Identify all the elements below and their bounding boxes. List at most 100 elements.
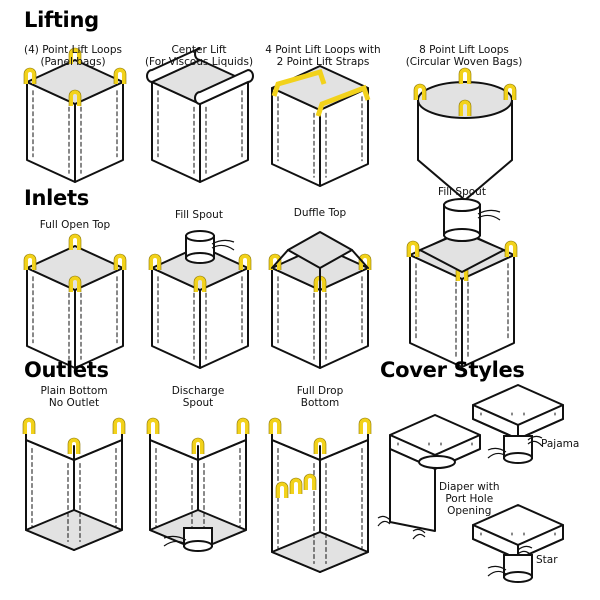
lift-loop-outline bbox=[406, 240, 420, 257]
lift-loop bbox=[304, 474, 316, 490]
rim bbox=[149, 439, 199, 461]
bag-fill-spout-large bbox=[406, 198, 518, 368]
label-diaper: Diaper with Port Hole Opening bbox=[439, 481, 500, 517]
cover-underside bbox=[472, 538, 564, 560]
rim bbox=[271, 439, 321, 461]
duffle-edge bbox=[271, 249, 289, 269]
lift-loop-outline bbox=[68, 89, 82, 106]
lift-loop-outline bbox=[68, 275, 82, 292]
label-lift-straps: 4 Point Lift Loops with 2 Point Lift Str… bbox=[265, 44, 381, 68]
lift-loop bbox=[114, 68, 126, 84]
spout-tie bbox=[527, 440, 543, 447]
spout-tie bbox=[163, 535, 187, 541]
cover-star bbox=[472, 504, 564, 583]
lift-loop bbox=[314, 438, 326, 454]
lift-loop bbox=[359, 418, 371, 434]
heading-inlets: Inlets bbox=[24, 186, 89, 210]
lift-loop bbox=[147, 418, 159, 434]
bag-four-point-lift bbox=[23, 47, 127, 183]
lift-loop-outline bbox=[113, 253, 127, 270]
spout-top bbox=[443, 198, 481, 212]
lift-loop bbox=[24, 68, 36, 84]
heading-lifting: Lifting bbox=[24, 8, 99, 32]
lift-loop-outline bbox=[191, 437, 205, 454]
lift-loop bbox=[192, 438, 204, 454]
lift-strap bbox=[271, 68, 327, 97]
lift-loop-outline bbox=[268, 417, 282, 434]
spout-tie bbox=[477, 214, 501, 221]
bag-center-lift bbox=[146, 47, 254, 183]
duffle-edge bbox=[351, 249, 369, 269]
lift-loop bbox=[113, 418, 125, 434]
bag-full-open-top bbox=[23, 233, 127, 369]
lift-loop-outline bbox=[303, 473, 317, 490]
lift-loop-outline bbox=[458, 67, 472, 84]
label-fill-spout-large: Fill Spout bbox=[438, 186, 486, 198]
bottom-face bbox=[25, 509, 123, 551]
spout-tie bbox=[412, 533, 426, 540]
lift-loop-outline bbox=[113, 67, 127, 84]
lift-loop bbox=[505, 241, 517, 257]
lift-loop-outline bbox=[193, 275, 207, 292]
spout-top bbox=[185, 230, 215, 242]
bag-eight-point-lift bbox=[413, 67, 517, 202]
lift-loop bbox=[69, 48, 81, 64]
spout-tie bbox=[487, 452, 507, 459]
bottom-face bbox=[271, 531, 369, 573]
spout-tie bbox=[487, 570, 507, 577]
bag-lift-straps bbox=[271, 65, 371, 187]
spout-tie bbox=[477, 209, 501, 215]
spout-base bbox=[443, 228, 481, 242]
lift-sleeve bbox=[194, 68, 254, 106]
lift-loop bbox=[459, 100, 471, 116]
lift-loop-outline bbox=[112, 417, 126, 434]
lift-loop bbox=[414, 84, 426, 100]
rim bbox=[25, 439, 75, 461]
lift-loop bbox=[24, 254, 36, 270]
label-star: Star bbox=[536, 554, 558, 566]
spout-base bbox=[185, 252, 215, 264]
cover-pajama bbox=[472, 384, 564, 464]
label-discharge-spout: Discharge Spout bbox=[171, 385, 225, 409]
rim bbox=[73, 439, 123, 461]
lift-loop-outline bbox=[238, 253, 252, 270]
label-center-lift: Center Lift (For Viscous Liquids) bbox=[144, 44, 254, 68]
lift-loop bbox=[194, 276, 206, 292]
cover-underside bbox=[472, 418, 564, 440]
lift-loop bbox=[69, 234, 81, 250]
label-four-point-lift: (4) Point Lift Loops (Panel bags) bbox=[23, 44, 123, 68]
lift-loop bbox=[276, 482, 288, 498]
lift-loop-outline bbox=[146, 417, 160, 434]
lift-loop bbox=[69, 90, 81, 106]
label-pajama: Pajama bbox=[541, 438, 580, 450]
spout-end bbox=[503, 452, 533, 464]
lift-loop bbox=[269, 418, 281, 434]
label-full-open-top: Full Open Top bbox=[39, 219, 111, 231]
lift-loop bbox=[23, 418, 35, 434]
spout-tie bbox=[163, 540, 187, 547]
lift-loop-outline bbox=[413, 83, 427, 100]
bag-plain-bottom bbox=[22, 417, 126, 551]
lift-loop bbox=[68, 438, 80, 454]
spout-tie bbox=[211, 244, 235, 251]
spout-tie bbox=[517, 545, 533, 551]
spout-tie bbox=[211, 239, 235, 245]
rim bbox=[197, 439, 247, 461]
lift-loop-outline bbox=[275, 481, 289, 498]
lift-loop bbox=[504, 84, 516, 100]
lift-loop-outline bbox=[458, 99, 472, 116]
bag-fill-spout bbox=[148, 230, 252, 369]
label-full-drop-bottom: Full Drop Bottom bbox=[296, 385, 344, 409]
lift-loop bbox=[149, 254, 161, 270]
spout-end bbox=[503, 571, 533, 583]
spout-tie bbox=[412, 528, 426, 534]
lift-loop bbox=[114, 254, 126, 270]
lift-loop bbox=[459, 68, 471, 84]
lift-loop-outline bbox=[358, 417, 372, 434]
rim bbox=[319, 439, 369, 461]
spout-end bbox=[183, 540, 213, 552]
bag-discharge-spout bbox=[146, 417, 250, 552]
lift-loop-outline bbox=[22, 417, 36, 434]
label-plain-bottom: Plain Bottom No Outlet bbox=[40, 385, 108, 409]
